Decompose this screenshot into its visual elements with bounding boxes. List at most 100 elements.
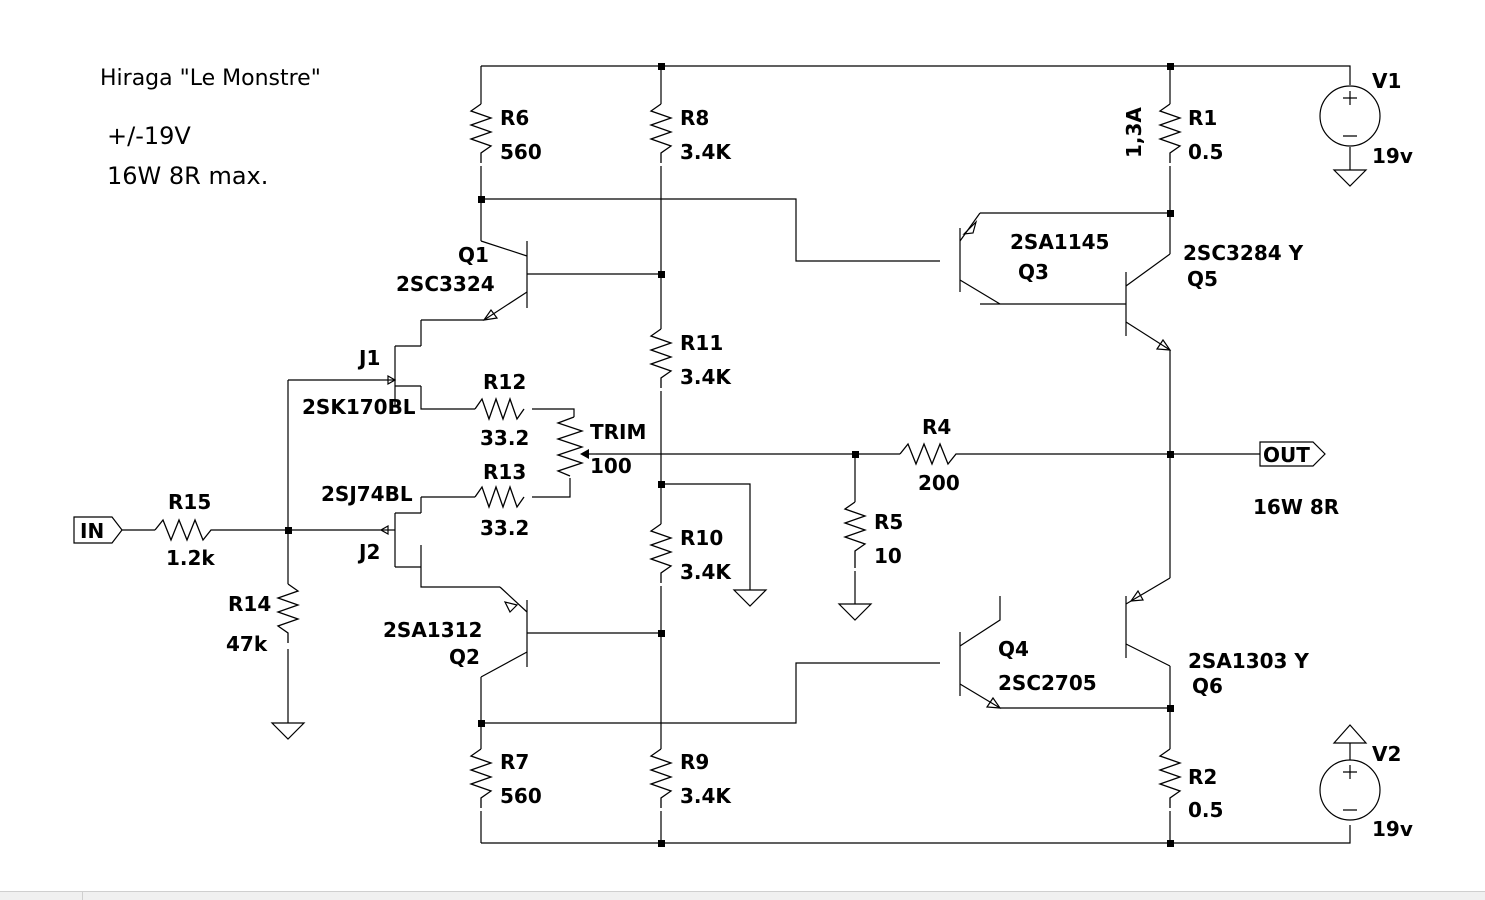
resistor-R6: [469, 103, 493, 163]
junction-dot: [478, 196, 485, 203]
transistor-Q1: [480, 240, 528, 321]
R4-ref: R4: [922, 415, 951, 439]
resistor-R11: [649, 328, 673, 388]
junction-dot: [658, 271, 665, 278]
schematic-title: Hiraga "Le Monstre": [100, 66, 321, 91]
port-out: OUT: [1259, 441, 1326, 467]
status-bar-divider: [82, 892, 83, 900]
junction-dot: [285, 527, 292, 534]
J1-part: 2SK170BL: [302, 395, 416, 419]
resistor-R2: [1158, 748, 1182, 808]
ground-icon: [837, 603, 873, 621]
jfet-J1: [380, 345, 421, 405]
Q1-ref: Q1: [458, 243, 489, 267]
R5-ref: R5: [874, 510, 903, 534]
Q6-ref: Q6: [1192, 674, 1223, 698]
wires: [122, 65, 1351, 844]
R13-ref: R13: [483, 460, 526, 484]
junction-dot: [1167, 840, 1174, 847]
R4-value: 200: [918, 471, 960, 495]
output-note: 16W 8R: [1253, 495, 1339, 519]
R7-value: 560: [500, 784, 542, 808]
Q4-ref: Q4: [998, 637, 1029, 661]
resistor-R1: [1158, 103, 1182, 163]
trim-potentiometer: [555, 416, 585, 477]
R12-value: 33.2: [480, 426, 529, 450]
supply-arrow-icon: [1332, 724, 1368, 744]
R6-ref: R6: [500, 106, 529, 130]
junction-dot: [1167, 705, 1174, 712]
port-out-label: OUT: [1263, 443, 1310, 467]
junction-dot: [658, 630, 665, 637]
R14-value: 47k: [226, 632, 268, 656]
R1-current-note: 1,3A: [1122, 107, 1146, 158]
J2-ref: J2: [357, 540, 380, 564]
R15-value: 1.2k: [166, 546, 215, 570]
resistor-R5: [843, 501, 867, 568]
junction-dot: [852, 451, 859, 458]
status-bar: [0, 891, 1485, 900]
power-note: 16W 8R max.: [107, 162, 268, 190]
resistor-R15: [154, 518, 219, 542]
junction-dot: [658, 481, 665, 488]
resistor-R9: [649, 748, 673, 808]
transistor-Q2: [480, 586, 528, 678]
R1-ref: R1: [1188, 106, 1217, 130]
resistor-R8: [649, 103, 673, 163]
R1-value: 0.5: [1188, 140, 1223, 164]
resistor-R14: [276, 583, 300, 643]
junction-dot: [1167, 63, 1174, 70]
ground-icon: [270, 722, 306, 740]
R9-ref: R9: [680, 750, 709, 774]
transistor-Q4: [959, 596, 1002, 709]
jfet-J2: [379, 512, 421, 568]
resistor-R4: [899, 442, 970, 466]
Q5-part: 2SC3284 Y: [1183, 241, 1304, 265]
R14-ref: R14: [228, 592, 271, 616]
junction-dot: [658, 63, 665, 70]
R13-value: 33.2: [480, 516, 529, 540]
ground-icon: [1332, 169, 1368, 187]
J1-ref: J1: [357, 346, 380, 370]
trim-wiper-arrow: [580, 449, 589, 459]
R2-ref: R2: [1188, 765, 1217, 789]
R9-value: 3.4K: [680, 784, 732, 808]
Q5-ref: Q5: [1187, 267, 1218, 291]
V1-ref: V1: [1372, 69, 1401, 93]
R10-value: 3.4K: [680, 560, 732, 584]
R11-value: 3.4K: [680, 365, 732, 389]
resistor-R12: [474, 397, 525, 421]
voltage-source-V1: [1319, 85, 1381, 147]
Q2-part: 2SA1312: [383, 618, 482, 642]
transistor-Q5: [1125, 253, 1172, 351]
junctions: [285, 63, 1174, 847]
V2-ref: V2: [1372, 742, 1401, 766]
resistor-R7: [469, 748, 493, 808]
port-in-label: IN: [80, 519, 104, 543]
R2-value: 0.5: [1188, 798, 1223, 822]
Q1-part: 2SC3324: [396, 272, 495, 296]
ground-icon: [732, 589, 768, 607]
Q2-ref: Q2: [449, 645, 480, 669]
voltage-source-V2: [1319, 759, 1381, 821]
R8-ref: R8: [680, 106, 709, 130]
Q6-part: 2SA1303 Y: [1188, 649, 1309, 673]
R5-value: 10: [874, 544, 902, 568]
R6-value: 560: [500, 140, 542, 164]
Q4-part: 2SC2705: [998, 671, 1097, 695]
port-in: IN: [73, 516, 123, 544]
R11-ref: R11: [680, 331, 723, 355]
R10-ref: R10: [680, 526, 723, 550]
Q3-ref: Q3: [1018, 260, 1049, 284]
resistor-R10: [649, 523, 673, 583]
junction-dot: [658, 840, 665, 847]
R15-ref: R15: [168, 490, 211, 514]
R7-ref: R7: [500, 750, 529, 774]
TRIM-ref: TRIM: [590, 420, 646, 444]
transistor-Q6: [1125, 577, 1171, 667]
supply-note: +/-19V: [107, 122, 191, 150]
junction-dot: [478, 720, 485, 727]
J2-part: 2SJ74BL: [321, 482, 413, 506]
junction-dot: [1167, 451, 1174, 458]
